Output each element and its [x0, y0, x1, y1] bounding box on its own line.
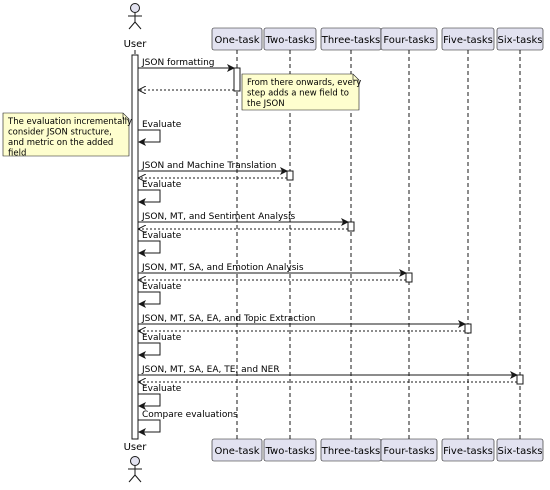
participant-label: Six-tasks [498, 35, 543, 46]
self-arrow [138, 419, 161, 436]
participant-label: Four-tasks [383, 446, 434, 457]
message-label: JSON, MT, SA, EA, TE, and NER [141, 365, 280, 375]
participant-p6-top: Six-tasks [496, 27, 544, 51]
target-activation-bar [516, 374, 524, 385]
self-arrow [138, 342, 161, 359]
evaluate-label: Evaluate [142, 231, 182, 241]
participant-label: Six-tasks [498, 446, 543, 457]
actor-user-top: User [124, 3, 148, 50]
participant-p1-top: One-task [211, 27, 263, 51]
participant-p1-bottom: One-task [211, 438, 263, 462]
note-fold [352, 74, 359, 81]
message-self-5: Evaluate [138, 231, 182, 257]
note-fold [122, 113, 129, 120]
target-activation-bar [233, 67, 241, 92]
self-arrow [138, 291, 161, 308]
note-line: From there onwards, every [247, 78, 361, 88]
message-label: JSON, MT, SA, EA, and Topic Extraction [141, 314, 315, 324]
actor-head [130, 3, 140, 13]
participant-p5-bottom: Five-tasks [441, 438, 495, 462]
note-body [241, 73, 360, 111]
target-activation-bar [464, 323, 472, 334]
self-arrow [138, 393, 161, 410]
actor-label: User [124, 442, 148, 453]
participant-label: Two-tasks [265, 446, 315, 457]
participant-p5-top: Five-tasks [441, 27, 495, 51]
participant-box [211, 27, 263, 51]
note-line: field [8, 149, 26, 159]
message-call-0: JSON formatting [138, 58, 235, 90]
participant-p3-top: Three-tasks [320, 27, 382, 51]
participant-label: One-task [214, 35, 259, 46]
actor-head [130, 456, 140, 466]
target-activation-bar [405, 272, 413, 283]
self-arrow [138, 189, 161, 206]
note-line: the JSON [247, 99, 285, 109]
message-self-12: Compare evaluations [138, 410, 238, 436]
participant-p4-top: Four-tasks [380, 27, 438, 51]
participant-box [263, 438, 317, 462]
actor-user-bottom: User [124, 442, 148, 483]
participant-p2-top: Two-tasks [263, 27, 317, 51]
message-self-9: Evaluate [138, 333, 182, 359]
participant-p2-bottom: Two-tasks [263, 438, 317, 462]
message-label: JSON and Machine Translation [141, 161, 276, 171]
compare-label: Compare evaluations [142, 410, 238, 420]
participant-label: Three-tasks [321, 446, 381, 457]
message-label: JSON, MT, SA, and Emotion Analysis [141, 263, 304, 273]
evaluate-label: Evaluate [142, 180, 182, 190]
note-line: The evaluation incrementally [7, 117, 132, 127]
note-line: step adds a new field to [247, 89, 349, 99]
participant-p4-bottom: Four-tasks [380, 438, 438, 462]
participant-box [441, 27, 495, 51]
actor-label: User [124, 39, 148, 50]
message-call-6: JSON, MT, SA, and Emotion Analysis [138, 263, 407, 280]
evaluate-label: Evaluate [142, 333, 182, 343]
participant-box [380, 438, 438, 462]
participant-label: Four-tasks [383, 35, 434, 46]
participant-box [263, 27, 317, 51]
participant-label: Five-tasks [443, 446, 493, 457]
user-activation-bar [131, 54, 139, 440]
participant-label: Two-tasks [265, 35, 315, 46]
target-activation-bar [347, 221, 355, 232]
participant-label: Five-tasks [443, 35, 493, 46]
message-call-2: JSON and Machine Translation [138, 161, 288, 178]
participant-box [211, 438, 263, 462]
self-arrow [138, 129, 161, 146]
participant-box [380, 27, 438, 51]
self-arrow [138, 240, 161, 257]
message-call-4: JSON, MT, and Sentiment Analysis [138, 212, 349, 229]
participant-box [441, 438, 495, 462]
target-activation-bar [286, 170, 294, 181]
note-body [2, 112, 130, 157]
participant-p3-bottom: Three-tasks [320, 438, 382, 462]
message-call-10: JSON, MT, SA, EA, TE, and NER [138, 365, 518, 382]
message-label: JSON formatting [141, 58, 215, 68]
message-label: JSON, MT, and Sentiment Analysis [141, 212, 295, 222]
participant-label: One-task [214, 446, 259, 457]
participant-box [496, 438, 544, 462]
message-call-8: JSON, MT, SA, EA, and Topic Extraction [138, 314, 466, 331]
participant-label: Three-tasks [321, 35, 381, 46]
note-line: consider JSON structure, [8, 128, 112, 138]
evaluate-label: Evaluate [142, 120, 182, 130]
evaluate-label: Evaluate [142, 384, 182, 394]
participant-box [496, 27, 544, 51]
message-self-1: Evaluate [138, 120, 182, 146]
message-self-3: Evaluate [138, 180, 182, 206]
note-line: and metric on the added [8, 138, 113, 148]
message-self-7: Evaluate [138, 282, 182, 308]
message-self-11: Evaluate [138, 384, 182, 410]
evaluate-label: Evaluate [142, 282, 182, 292]
participant-p6-bottom: Six-tasks [496, 438, 544, 462]
